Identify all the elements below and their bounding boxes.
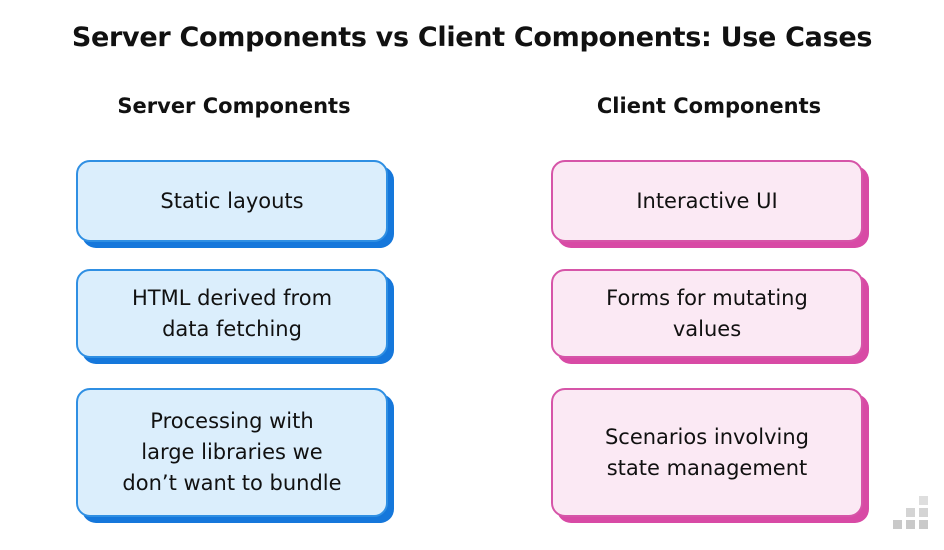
client-card-interactive-ui: Interactive UI: [551, 160, 863, 242]
server-card-html-data-fetching: HTML derived from data fetching: [76, 269, 388, 358]
client-card-label: Scenarios involving state management: [604, 424, 810, 480]
bar-steps-logo-icon: [893, 496, 928, 529]
page-title: Server Components vs Client Components: …: [71, 22, 873, 53]
client-card-forms-mutating: Forms for mutating values: [551, 269, 863, 358]
server-card-large-libraries: Processing with large libraries we don’t…: [76, 388, 388, 517]
client-card-state-management: Scenarios involving state management: [551, 388, 863, 517]
server-card-static-layouts: Static layouts: [76, 160, 388, 242]
client-card-label: Forms for mutating values: [606, 285, 808, 341]
server-card-label: Static layouts: [160, 188, 304, 213]
client-card-label: Interactive UI: [636, 188, 778, 213]
server-components-heading: Server Components: [117, 94, 351, 118]
server-card-label: Processing with large libraries we don’t…: [122, 409, 342, 495]
client-components-heading: Client Components: [596, 94, 822, 118]
server-card-label: HTML derived from data fetching: [131, 285, 333, 341]
